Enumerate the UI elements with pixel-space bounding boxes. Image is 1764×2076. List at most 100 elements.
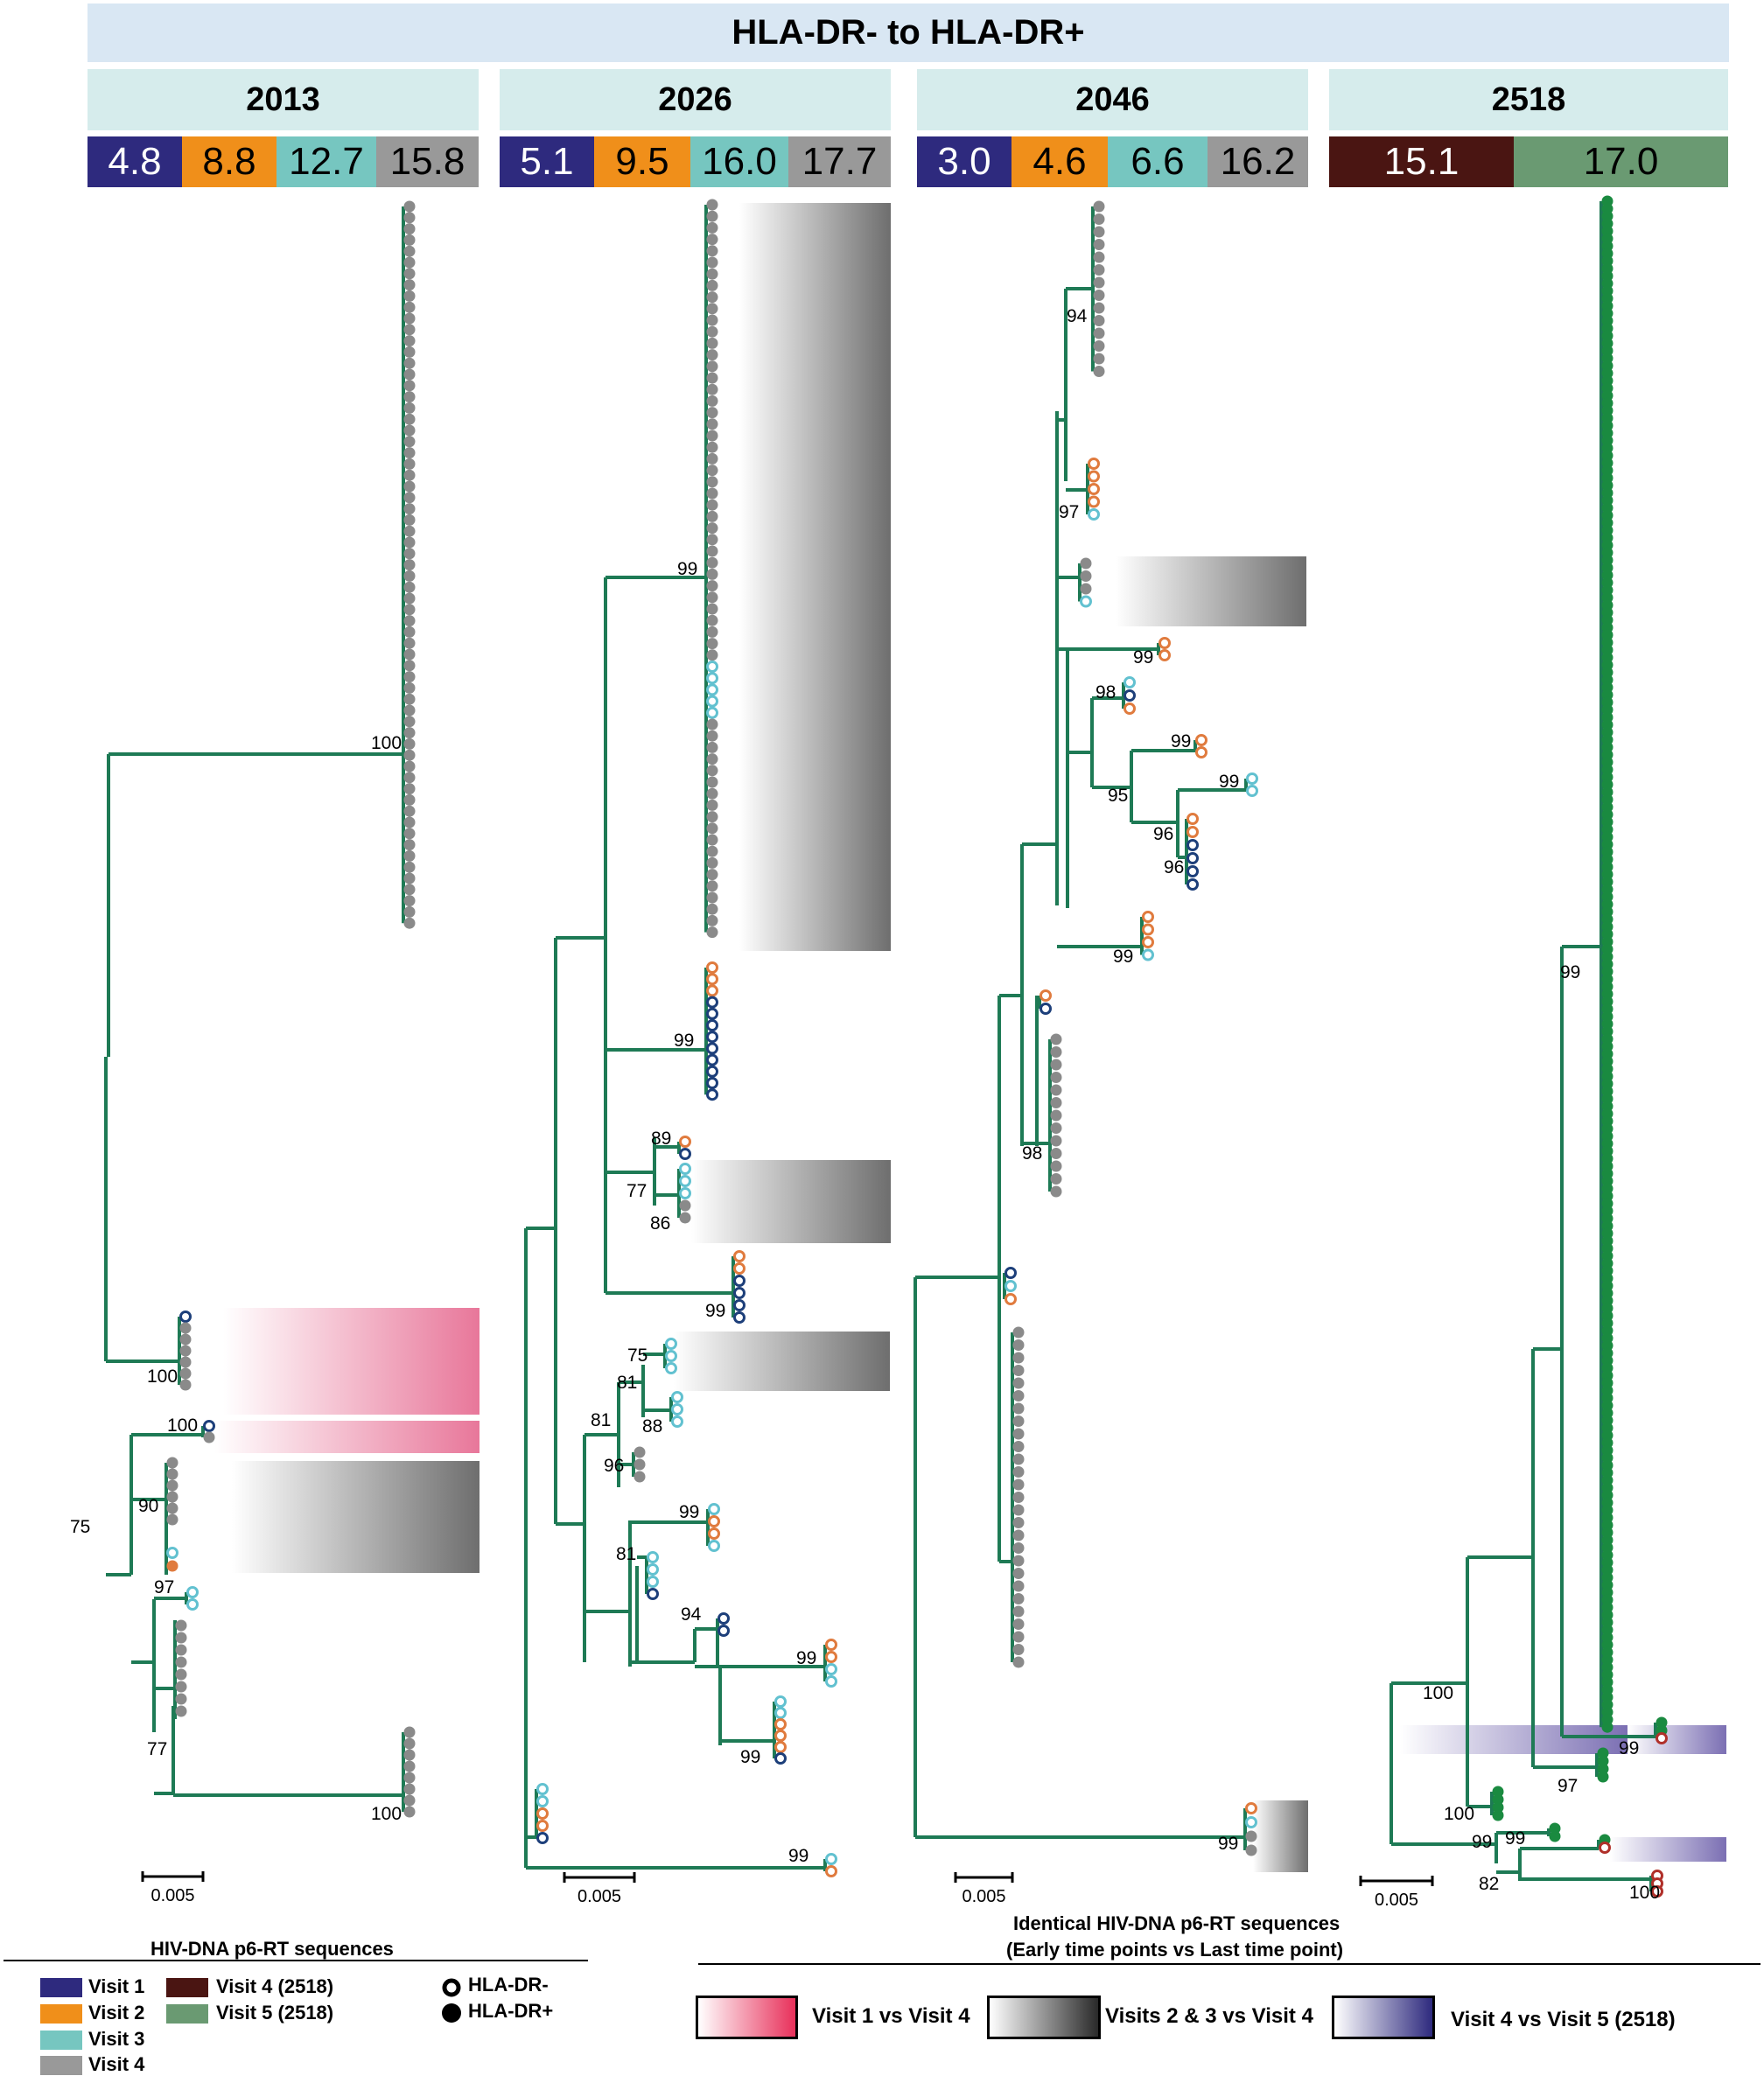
- sequence-tip: [1088, 470, 1100, 483]
- sequence-tip: [706, 765, 718, 777]
- bootstrap-label: 99: [1505, 1828, 1525, 1849]
- hla-dr-pos-symbol: [442, 2003, 461, 2023]
- visit-bar-2026: 5.1 9.5 16.0 17.7: [500, 136, 891, 187]
- sequence-tip: [708, 1540, 720, 1552]
- sequence-tip: [706, 568, 718, 580]
- sequence-tip: [1186, 813, 1199, 825]
- sequence-tip: [403, 447, 416, 459]
- sequence-tip: [1549, 1830, 1561, 1842]
- sequence-tip: [706, 614, 718, 626]
- sequence-tip: [718, 1625, 730, 1637]
- sequence-tip: [403, 268, 416, 280]
- sequence-tip: [1050, 1097, 1062, 1108]
- sequence-tip: [179, 1311, 192, 1323]
- sequence-tip: [1124, 689, 1136, 702]
- sequence-tip: [1050, 1135, 1062, 1147]
- bootstrap-label: 75: [70, 1517, 90, 1537]
- sequence-tip: [706, 1007, 718, 1020]
- sequence-tip: [706, 487, 718, 500]
- sequence-tip: [1012, 1326, 1025, 1339]
- sequence-tip: [1245, 1816, 1257, 1828]
- bootstrap-label: 82: [1479, 1874, 1499, 1894]
- visit-value: 5.1: [500, 136, 594, 187]
- sequence-tip: [1124, 676, 1136, 689]
- sequence-tip: [1012, 1618, 1025, 1630]
- sequence-tip: [647, 1588, 659, 1600]
- sequence-tip: [706, 891, 718, 904]
- sequence-tip: [1012, 1478, 1025, 1491]
- sequence-tip: [733, 1275, 746, 1287]
- sequence-tip: [1656, 1716, 1668, 1729]
- sequence-tip: [706, 845, 718, 857]
- sequence-tip: [706, 383, 718, 395]
- sequence-tip: [1080, 557, 1092, 570]
- sequence-tip: [708, 1503, 720, 1515]
- sequence-tip: [1004, 1293, 1017, 1305]
- sequence-tip: [706, 1031, 718, 1044]
- gradient-purple-label: Visit 4 vs Visit 5 (2518): [1451, 2008, 1676, 2031]
- visit4-2518-swatch: [166, 1978, 208, 1997]
- sequence-tip: [1186, 839, 1199, 851]
- sequence-tip: [403, 615, 416, 627]
- sequence-tip: [634, 1471, 646, 1483]
- sequence-tip: [403, 816, 416, 828]
- sequence-tip: [706, 1053, 718, 1066]
- sequence-tip: [403, 760, 416, 772]
- sequence-tip: [1050, 1185, 1062, 1198]
- sequence-tip: [403, 548, 416, 560]
- scale-bar: [954, 1872, 1014, 1883]
- bootstrap-label: 81: [591, 1410, 611, 1430]
- sequence-tip: [1093, 315, 1105, 326]
- sequence-tip: [706, 914, 718, 926]
- bootstrap-label: 97: [1059, 502, 1079, 522]
- visit-value: 6.6: [1108, 136, 1208, 187]
- bootstrap-label: 81: [617, 1373, 637, 1393]
- sequence-tip: [1093, 251, 1105, 263]
- sequence-tip: [774, 1752, 787, 1765]
- sequence-tip: [1245, 1802, 1257, 1814]
- sequence-tip: [403, 604, 416, 616]
- bootstrap-label: 98: [1096, 682, 1116, 702]
- sequence-tip: [403, 469, 416, 481]
- sequence-tip: [1004, 1280, 1017, 1292]
- sequence-tip: [706, 787, 718, 800]
- sequence-tip: [665, 1362, 677, 1374]
- sequence-tip: [647, 1551, 659, 1563]
- bootstrap-label: 99: [705, 1301, 725, 1321]
- sequence-tip: [1492, 1786, 1504, 1798]
- sequence-tip: [1492, 1793, 1504, 1806]
- sequence-tip: [679, 1136, 691, 1148]
- sequence-tip: [706, 649, 718, 661]
- sequence-tip: [706, 522, 718, 535]
- sequence-tip: [166, 1502, 178, 1514]
- sequence-tip: [403, 324, 416, 336]
- sequence-tip: [679, 1187, 691, 1199]
- sequence-tip: [403, 290, 416, 302]
- sequence-tip: [706, 880, 718, 892]
- sequence-tip: [1012, 1644, 1025, 1655]
- sequence-tip: [665, 1350, 677, 1362]
- scale-bar-label: 0.005: [578, 1887, 621, 1906]
- sequence-tip: [679, 1199, 691, 1212]
- sequence-tip: [166, 1560, 178, 1572]
- sequence-tip: [403, 1726, 416, 1738]
- sequence-tip: [706, 441, 718, 453]
- sequence-tip: [706, 996, 718, 1009]
- sequence-tip: [1012, 1593, 1025, 1604]
- sequence-tip: [1012, 1365, 1025, 1376]
- sequence-tip: [1050, 1148, 1062, 1159]
- scale-bar-label: 0.005: [150, 1886, 194, 1905]
- sequence-tip: [706, 556, 718, 569]
- identical-sequence-shade: [232, 1461, 480, 1573]
- sequence-tip: [403, 693, 416, 705]
- sequence-tip: [1088, 483, 1100, 495]
- panel-header-2013: 2013: [88, 69, 479, 130]
- sequence-tip: [403, 200, 416, 213]
- sequence-tip: [1597, 1763, 1609, 1775]
- sequence-tip: [403, 335, 416, 347]
- sequence-tip: [825, 1853, 837, 1865]
- sequence-tip: [1080, 583, 1092, 595]
- bootstrap-label: 86: [650, 1213, 670, 1234]
- bootstrap-label: 90: [138, 1496, 158, 1516]
- sequence-tip: [706, 407, 718, 419]
